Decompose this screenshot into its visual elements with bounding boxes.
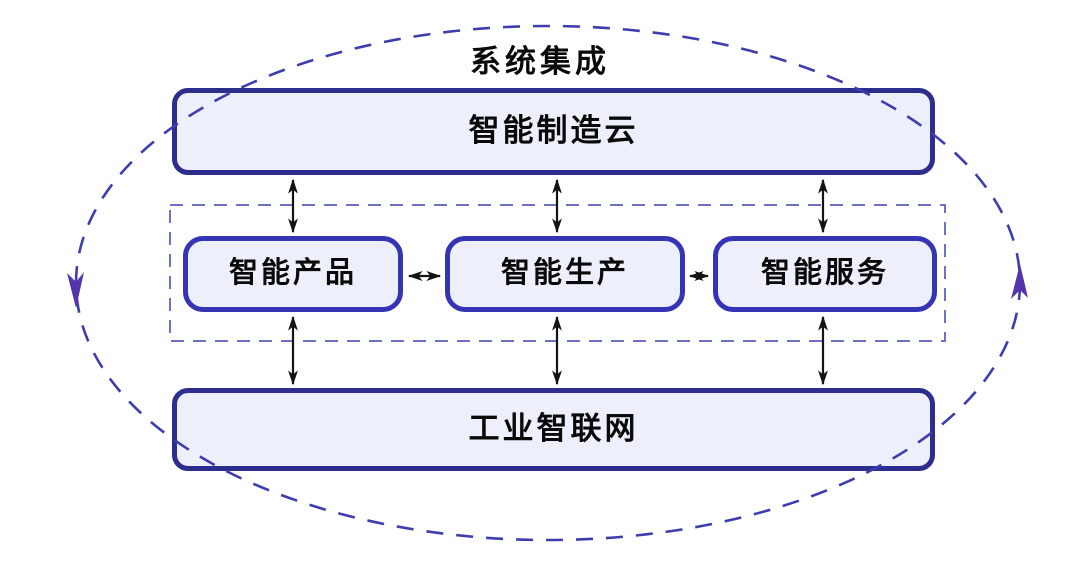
production-box-label: 智能生产 xyxy=(500,256,629,289)
services-box: 智能服务 xyxy=(713,236,937,312)
network-box: 工业智联网 xyxy=(172,388,935,471)
production-box: 智能生产 xyxy=(445,236,685,312)
flow-arrowhead-down-icon xyxy=(67,272,84,308)
cloud-box-label: 智能制造云 xyxy=(468,113,639,148)
services-box-label: 智能服务 xyxy=(760,256,889,289)
flow-arrowhead-up-icon xyxy=(1011,264,1028,299)
network-box-label: 工业智联网 xyxy=(468,411,639,446)
products-box: 智能产品 xyxy=(183,236,403,312)
products-box-label: 智能产品 xyxy=(228,256,357,289)
system-integration-title: 系统集成 xyxy=(470,44,610,79)
cloud-box: 智能制造云 xyxy=(172,88,935,175)
